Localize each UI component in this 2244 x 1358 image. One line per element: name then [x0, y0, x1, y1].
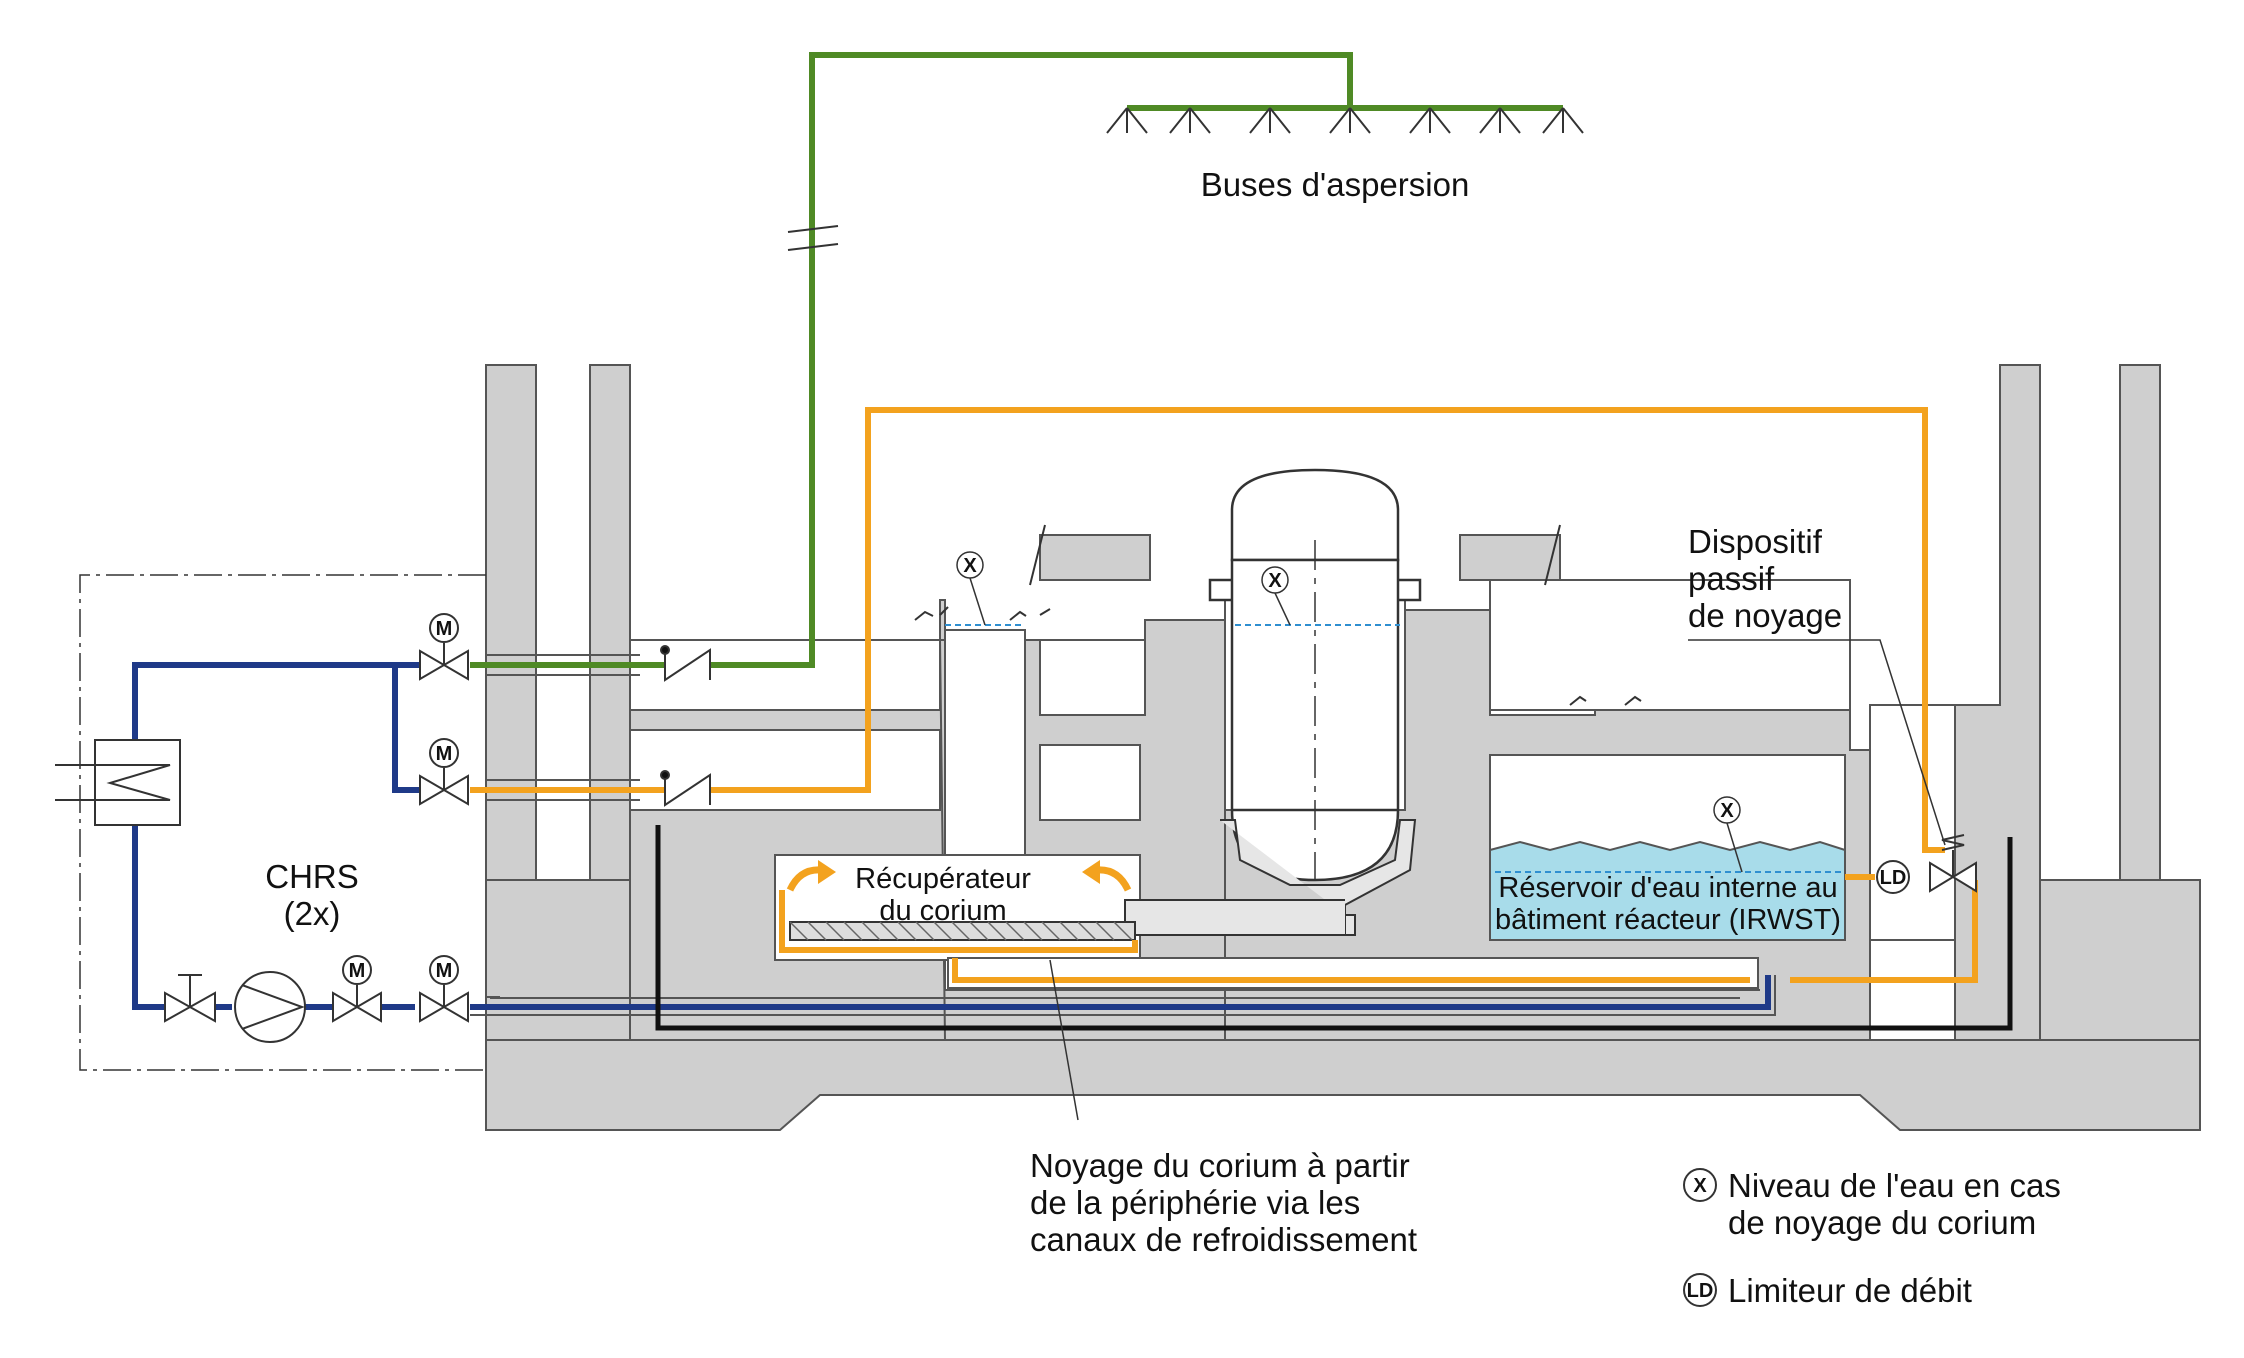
catcher-label-line1: Récupérateur — [855, 863, 1031, 895]
catcher-hatch — [789, 921, 1133, 941]
flooding-label-line2: de la périphérie via les — [1030, 1184, 1360, 1221]
legend-level-line2: de noyage du corium — [1728, 1204, 2036, 1241]
cavity-upper-mid — [1039, 639, 1146, 716]
wall-penetrations — [486, 654, 640, 998]
orange-circuit — [470, 407, 1978, 983]
slab-cut-lines — [1029, 524, 1561, 586]
black-line — [655, 825, 2013, 1031]
blue-circuit — [132, 662, 1771, 1010]
motor-symbol-2: M — [436, 960, 453, 982]
flow-arrow-right-head — [1082, 860, 1100, 884]
irwst-water — [1489, 840, 1846, 941]
base-slab — [485, 1039, 2201, 1131]
passive-device-leader — [1688, 639, 1946, 846]
level-symbol-2: X — [1268, 570, 1282, 592]
corium-catcher: Récupérateur du corium — [786, 860, 1136, 941]
flooding-leader — [1049, 959, 1079, 1121]
right-upper-cavity — [1489, 579, 1851, 711]
motor-symbol-3: M — [436, 618, 453, 640]
passive-device-label-line3: de noyage — [1688, 597, 1842, 634]
legend: X Niveau de l'eau en cas de noyage du co… — [1683, 1167, 2061, 1309]
legend-level-symbol: X — [1693, 1175, 1707, 1197]
catcher-box — [774, 854, 1141, 961]
left-outer-wall — [485, 364, 537, 881]
valves — [164, 613, 1977, 1043]
pump — [234, 971, 306, 1043]
irwst-label-line2: bâtiment réacteur (IRWST) — [1495, 904, 1841, 936]
flow-arrow-left-head — [818, 860, 836, 884]
flow-limiter: LD — [1876, 860, 1910, 894]
check-valve-green — [664, 648, 711, 682]
left-pipe-passage-top — [629, 639, 941, 711]
right-top-slab — [1459, 534, 1561, 581]
vessel-head — [1230, 468, 1400, 562]
passive-device-label-line1: Dispositif — [1688, 523, 1823, 560]
corium-spreading-channel — [1124, 819, 1417, 936]
flooding-label-line3: canaux de refroidissement — [1030, 1221, 1417, 1258]
irwst-label-line1: Réservoir d'eau interne au — [1498, 872, 1837, 904]
level-symbols — [956, 551, 1743, 873]
left-inner-wall — [589, 364, 631, 881]
svg-text:LD: LD — [1880, 867, 1907, 889]
flap-marks — [914, 606, 1642, 706]
legend-level-line1: Niveau de l'eau en cas — [1728, 1167, 2061, 1204]
channel-bottom — [947, 957, 1759, 989]
level-symbol-3: X — [1720, 800, 1734, 822]
legend-ld-symbol: LD — [1687, 1280, 1714, 1302]
motor-symbol-1: M — [349, 960, 366, 982]
green-break — [787, 225, 839, 251]
heat-exchanger — [55, 739, 181, 826]
irwst: Réservoir d'eau interne au bâtiment réac… — [1489, 840, 1846, 941]
flooding-label-line1: Noyage du corium à partir — [1030, 1147, 1410, 1184]
cavity-small — [1039, 744, 1141, 821]
reactor-vessel — [1208, 468, 1422, 882]
chrs-label-line1: CHRS — [265, 858, 359, 895]
level-symbol-1: X — [963, 555, 977, 577]
chrs-boundary — [79, 574, 486, 1071]
channel-lines — [470, 975, 1776, 1016]
right-inner-wall — [1954, 364, 2041, 1041]
left-pipe-passage-bottom — [629, 729, 941, 811]
chrs-label-line2: (2x) — [284, 895, 341, 932]
catcher-label-line2: du corium — [879, 895, 1006, 927]
green-circuit — [470, 52, 1563, 668]
spray-nozzles — [1106, 107, 1584, 134]
spray-nozzles-label: Buses d'aspersion — [1201, 166, 1470, 203]
passive-device-label-line2: passif — [1688, 560, 1775, 597]
right-outer-wall-lower — [2039, 879, 2201, 1041]
check-valve-orange — [664, 773, 711, 807]
motor-symbol-4: M — [436, 743, 453, 765]
left-top-slab — [1039, 534, 1151, 581]
legend-ld-line1: Limiteur de débit — [1728, 1272, 1972, 1309]
